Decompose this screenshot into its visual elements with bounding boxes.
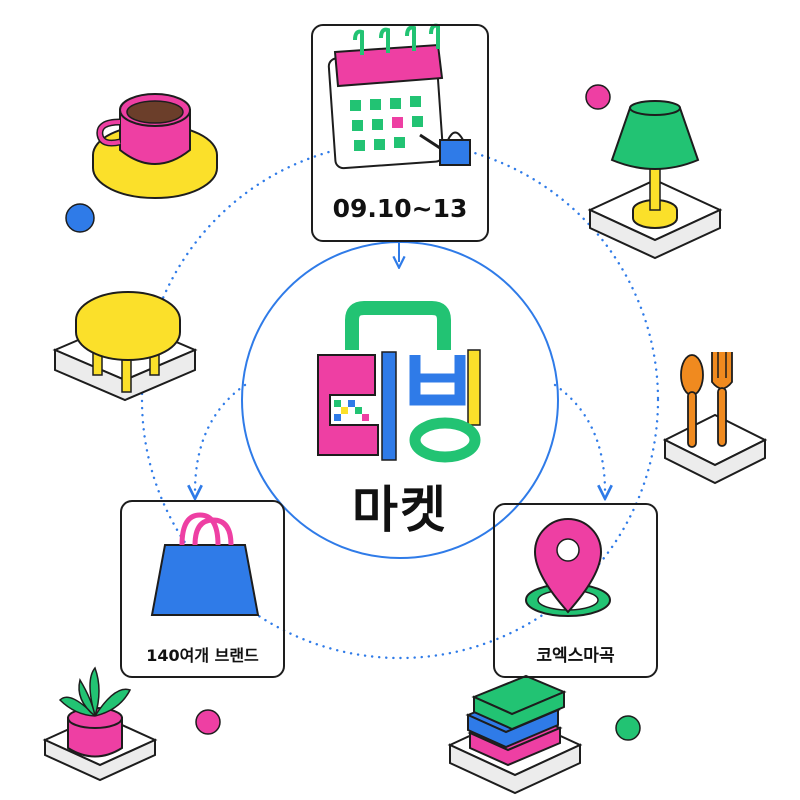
cutlery-icon [662, 352, 768, 485]
pixel-pattern [334, 400, 369, 421]
decor-dot-green [615, 715, 641, 741]
decor-dot-blue [65, 203, 95, 233]
arrow-to-brands [195, 383, 247, 492]
calendar-icon [327, 23, 471, 170]
decor-dot-pink-2 [585, 84, 611, 110]
decor-dot-pink [195, 709, 221, 735]
date-card: 09.10~13 [311, 24, 489, 242]
coffee-cup-icon [92, 93, 218, 199]
venue-card: 코엑스마곡 [493, 503, 658, 678]
location-pin-icon [525, 518, 611, 617]
stool-icon [52, 291, 198, 402]
venue-name: 코엑스마곡 [536, 646, 615, 666]
lamp-icon [587, 100, 723, 260]
shopping-bag-icon [150, 512, 260, 616]
potted-plant-icon [42, 666, 158, 782]
brand-count: 140여개 브랜드 [146, 646, 259, 665]
arrow-to-venue [553, 383, 605, 492]
brands-card: 140여개 브랜드 [120, 500, 285, 678]
event-dates: 09.10~13 [332, 194, 468, 223]
logo-graphic [317, 301, 481, 463]
books-icon [447, 674, 583, 795]
event-subtitle: 마켓 [352, 481, 448, 539]
